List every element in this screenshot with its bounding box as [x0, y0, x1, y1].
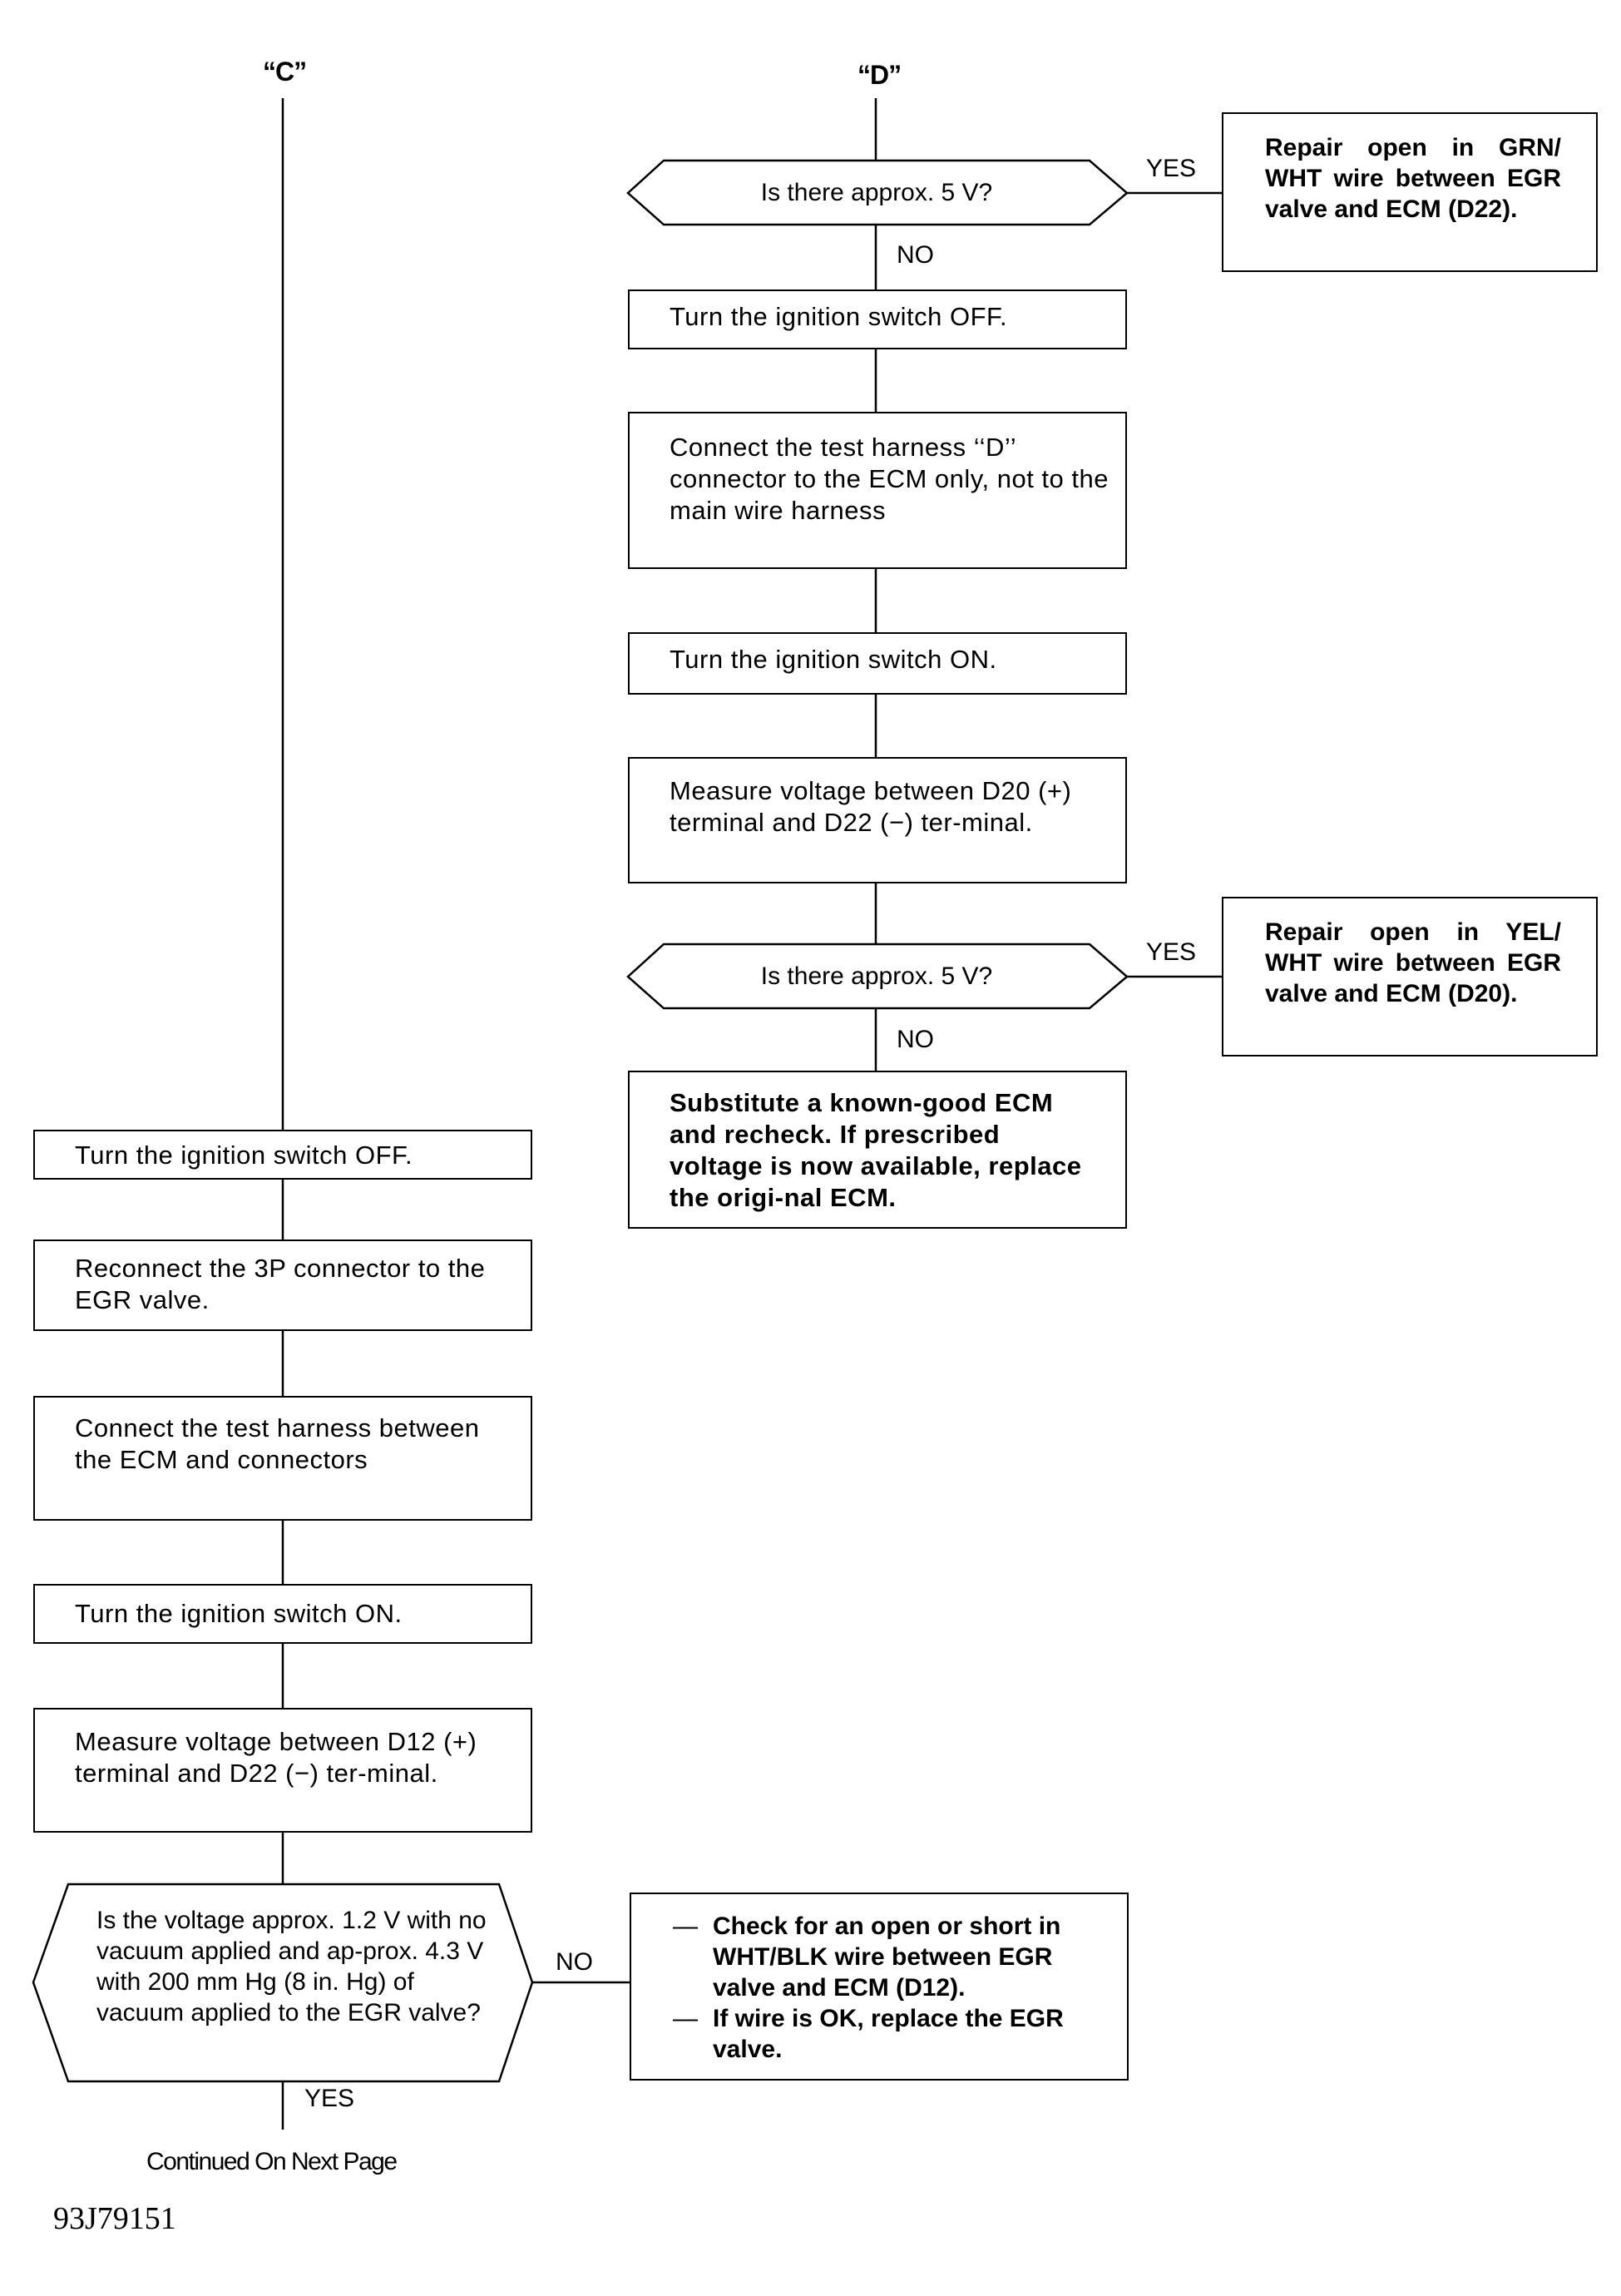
- left-step-measure-d12: Measure voltage between D12 (+) terminal…: [33, 1708, 532, 1833]
- check-wht-blk-box: Check for an open or short in WHT/BLK wi…: [630, 1893, 1129, 2081]
- decision-2-yes: YES: [1146, 938, 1197, 966]
- right-step-connect-d-harness: Connect the test harness ‘‘D’’ connector…: [628, 412, 1127, 569]
- connector-d-label: “D”: [857, 60, 902, 90]
- decision-3-text: Is the voltage approx. 1.2 V with no vac…: [96, 1907, 487, 2026]
- repair-yel-wht-box: Repair open in YEL/ WHT wire between EGR…: [1222, 897, 1598, 1056]
- repair-grn-wht-box: Repair open in GRN/ WHT wire between EGR…: [1222, 112, 1598, 272]
- decision-3-no: NO: [556, 1948, 593, 1976]
- connector-c-label: “C”: [263, 57, 307, 87]
- right-step-measure-d20: Measure voltage between D20 (+) terminal…: [628, 757, 1127, 883]
- figure-code: 93J79151: [53, 2201, 176, 2236]
- decision-3-yes: YES: [304, 2085, 355, 2112]
- left-step-ignition-off: Turn the ignition switch OFF.: [33, 1130, 532, 1180]
- decision-2-text: Is there approx. 5 V?: [760, 962, 993, 990]
- left-step-connect-harness: Connect the test harness between the ECM…: [33, 1396, 532, 1521]
- right-step-ignition-on: Turn the ignition switch ON.: [628, 632, 1127, 695]
- right-step-ignition-off: Turn the ignition switch OFF.: [628, 289, 1127, 349]
- decision-2-no: NO: [897, 1026, 934, 1053]
- continued-label: Continued On Next Page: [146, 2148, 398, 2175]
- decision-hexagon-3: [32, 1883, 534, 2083]
- left-step-reconnect-3p: Reconnect the 3P connector to the EGR va…: [33, 1240, 532, 1331]
- decision-1-text: Is there approx. 5 V?: [760, 179, 993, 206]
- decision-1-yes: YES: [1146, 155, 1197, 182]
- decision-1-no: NO: [897, 241, 934, 269]
- decision-hexagon-2: [626, 943, 1129, 1010]
- left-step-ignition-on: Turn the ignition switch ON.: [33, 1584, 532, 1644]
- check-replace-valve-item: If wire is OK, replace the EGR valve.: [673, 2003, 1102, 2065]
- decision-hexagon-1: [626, 159, 1129, 226]
- substitute-ecm-box: Substitute a known-good ECM and recheck.…: [628, 1071, 1127, 1229]
- check-open-short-item: Check for an open or short in WHT/BLK wi…: [673, 1911, 1102, 2003]
